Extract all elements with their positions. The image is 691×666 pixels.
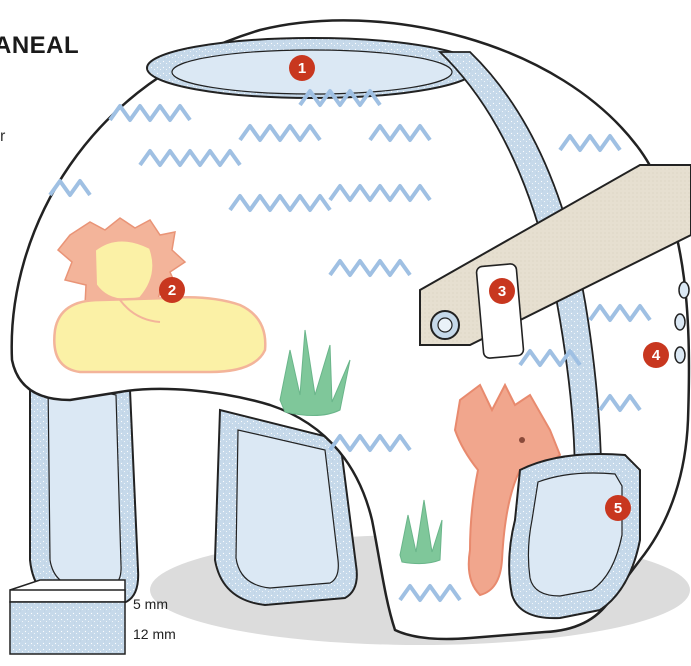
callout-5: 5 xyxy=(605,495,631,521)
callout-1: 1 xyxy=(289,55,315,81)
callout-3: 3 xyxy=(489,278,515,304)
foam-layer-sample xyxy=(10,580,125,654)
svg-text:2: 2 xyxy=(168,282,176,299)
bottom-layer-thickness: 12 mm xyxy=(133,626,176,642)
callout-4: 4 xyxy=(643,342,669,368)
svg-text:4: 4 xyxy=(652,347,661,364)
svg-text:1: 1 xyxy=(298,60,306,77)
callout-2: 2 xyxy=(159,277,185,303)
svg-text:3: 3 xyxy=(498,283,506,300)
svg-text:5: 5 xyxy=(614,500,622,517)
top-layer-thickness: 5 mm xyxy=(133,596,168,612)
